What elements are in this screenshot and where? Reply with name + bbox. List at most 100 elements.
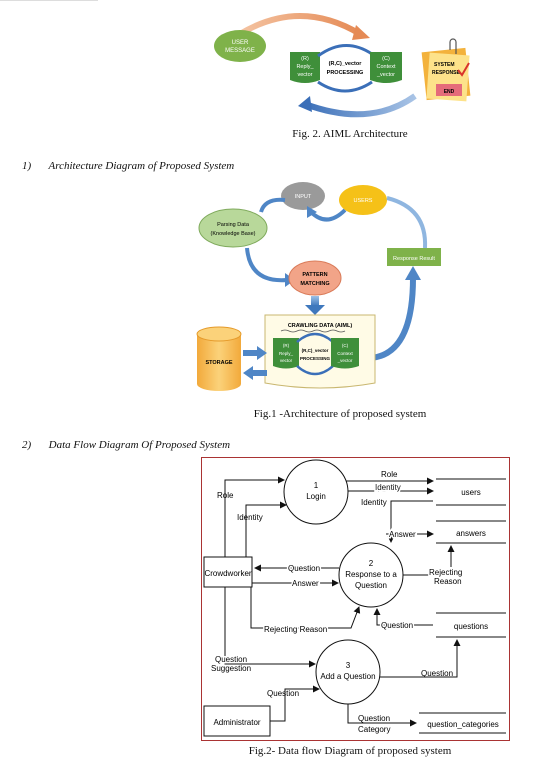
response-to-users-arrow — [386, 196, 428, 249]
proposed-architecture-diagram: INPUT USERS Parsing Data (Knowledge Base… — [196, 182, 441, 391]
section-1-number: 1) — [22, 160, 32, 172]
reply-vector-label-1: (R) — [301, 56, 309, 62]
parsing-data-node — [198, 208, 268, 248]
processing-label-2: PROCESSING — [327, 70, 364, 76]
processing-label-1: (R,C)_vector — [329, 61, 363, 67]
process-3-number: 3 — [346, 661, 351, 670]
arch-reply-label-3: vector — [280, 358, 293, 363]
crawling-to-response-arrow — [370, 277, 416, 361]
users-label: USERS — [354, 198, 373, 204]
parsing-label-2: (Knowledge Base) — [211, 231, 256, 237]
flow-rejecting-reason-bottom — [250, 587, 361, 629]
flow-question-admin — [270, 685, 320, 722]
arch-context-vector-box — [331, 338, 359, 369]
process-1-login — [283, 459, 349, 525]
lbl-role-left: Role — [217, 491, 234, 500]
section-2-heading: 2) Data Flow Diagram Of Proposed System — [22, 439, 230, 451]
lbl-question-out: Question — [288, 564, 320, 573]
process-3-label: Add a Question — [320, 672, 375, 681]
pattern-matching-node — [288, 260, 342, 296]
arch-processing-label-2: PROCESSING — [300, 356, 331, 361]
aiml-architecture-diagram: USER MESSAGE (R) Reply_ vector (R,C)_vec… — [214, 13, 471, 118]
system-response-label-1: SYSTEM — [434, 62, 455, 68]
input-label: INPUT — [295, 194, 312, 200]
lbl-rejecting-reason-2: Reason — [434, 577, 462, 586]
flow-question-to-store — [380, 639, 461, 678]
users-to-input-arrow — [309, 208, 347, 222]
reply-vector-label-3: vector — [298, 72, 313, 78]
flow-identity-right-2 — [387, 500, 433, 543]
process-1-number: 1 — [314, 481, 319, 490]
arch-context-label-1: (C) — [342, 343, 349, 348]
fig-aiml-caption: Fig. 2. AIML Architecture — [292, 128, 408, 140]
paperclip-icon — [449, 38, 457, 54]
reply-vector-box — [290, 52, 320, 83]
data-flow-diagram: 1 Login 2 Response to a Question 3 Add a… — [201, 457, 510, 741]
context-vector-label-1: (C) — [382, 56, 390, 62]
check-icon — [457, 62, 470, 77]
lbl-question-suggestion-1: Question — [215, 655, 247, 664]
end-label: END — [444, 89, 455, 95]
process-2-label-2: Question — [355, 581, 387, 590]
storage-label: STORAGE — [205, 360, 232, 366]
context-vector-box — [370, 52, 402, 83]
administrator-entity — [203, 705, 271, 737]
store-answers: answers — [456, 529, 486, 538]
context-vector-label-2: Context — [377, 64, 396, 70]
crawling-to-storage-arrow — [243, 366, 267, 380]
arch-processing-label-1: (R,C)_vector — [302, 348, 329, 353]
lbl-rejecting-reason-1: Rejecting — [429, 568, 462, 577]
top-flow-arrowhead — [352, 25, 370, 40]
system-response-label-2: RESPONSE — [432, 70, 460, 76]
crowdworker-entity — [203, 556, 253, 588]
parsing-label-1: Parsing Data — [217, 222, 250, 228]
lbl-question-admin: Question — [267, 689, 299, 698]
crawling-data-box — [264, 314, 376, 389]
store-questions: questions — [454, 622, 488, 631]
parsing-to-pattern-arrow — [245, 247, 288, 283]
end-tab — [436, 84, 462, 96]
flow-role-left — [224, 476, 285, 557]
pattern-label-2: MATCHING — [300, 281, 329, 287]
flow-question-from-store — [373, 608, 433, 626]
lbl-question-to-store: Question — [421, 669, 453, 678]
arch-context-label-2: Context — [337, 351, 353, 356]
lbl-identity-left: Identity — [237, 513, 263, 522]
reply-vector-label-2: Reply_ — [296, 64, 314, 70]
arch-reply-label-2: Reply_ — [279, 351, 294, 356]
flow-question-category — [347, 704, 417, 727]
top-flow-arc — [238, 13, 362, 37]
storage-node — [197, 334, 241, 391]
process-2-number: 2 — [369, 559, 374, 568]
process-2-label-1: Response to a — [345, 570, 397, 579]
arch-reply-vector-box — [273, 338, 299, 369]
lbl-answer-in: Answer — [292, 579, 319, 588]
processing-loop-bottom — [317, 80, 373, 93]
lbl-question-suggestion-2: Suggestion — [211, 664, 251, 673]
response-result-label: Response Result — [393, 256, 435, 262]
input-node — [281, 182, 325, 210]
user-message-label-2: MESSAGE — [225, 48, 255, 54]
section-2-title: Data Flow Diagram Of Proposed System — [48, 439, 231, 451]
arch-context-label-3: _vector — [337, 358, 353, 363]
lbl-rejecting-reason-bottom: Rejecting Reason — [264, 625, 327, 634]
store-users: users — [461, 488, 481, 497]
lbl-identity-right-1: Identity — [375, 483, 401, 492]
section-1-heading: 1) Architecture Diagram of Proposed Syst… — [22, 160, 234, 172]
lbl-identity-right-2: Identity — [361, 498, 387, 507]
storage-to-crawling-arrow — [243, 346, 267, 360]
store-question-categories: question_categories — [427, 720, 499, 729]
fig-dfd-caption: Fig.2- Data flow Diagram of proposed sys… — [248, 745, 452, 757]
top-rule — [0, 0, 98, 1]
user-message-label: USER — [232, 40, 249, 46]
input-to-parsing-arrow — [259, 197, 286, 213]
lbl-question-from-store: Question — [381, 621, 413, 630]
arch-reply-label-1: (R) — [283, 343, 290, 348]
section-1-title: Architecture Diagram of Proposed System — [48, 160, 235, 172]
process-1-label: Login — [306, 492, 326, 501]
administrator-label: Administrator — [213, 718, 260, 727]
crowdworker-label: Crowdworker — [204, 569, 251, 578]
response-result-node — [387, 248, 441, 266]
processing-loop-top — [317, 44, 373, 58]
lbl-answer-top: Answer — [389, 530, 416, 539]
